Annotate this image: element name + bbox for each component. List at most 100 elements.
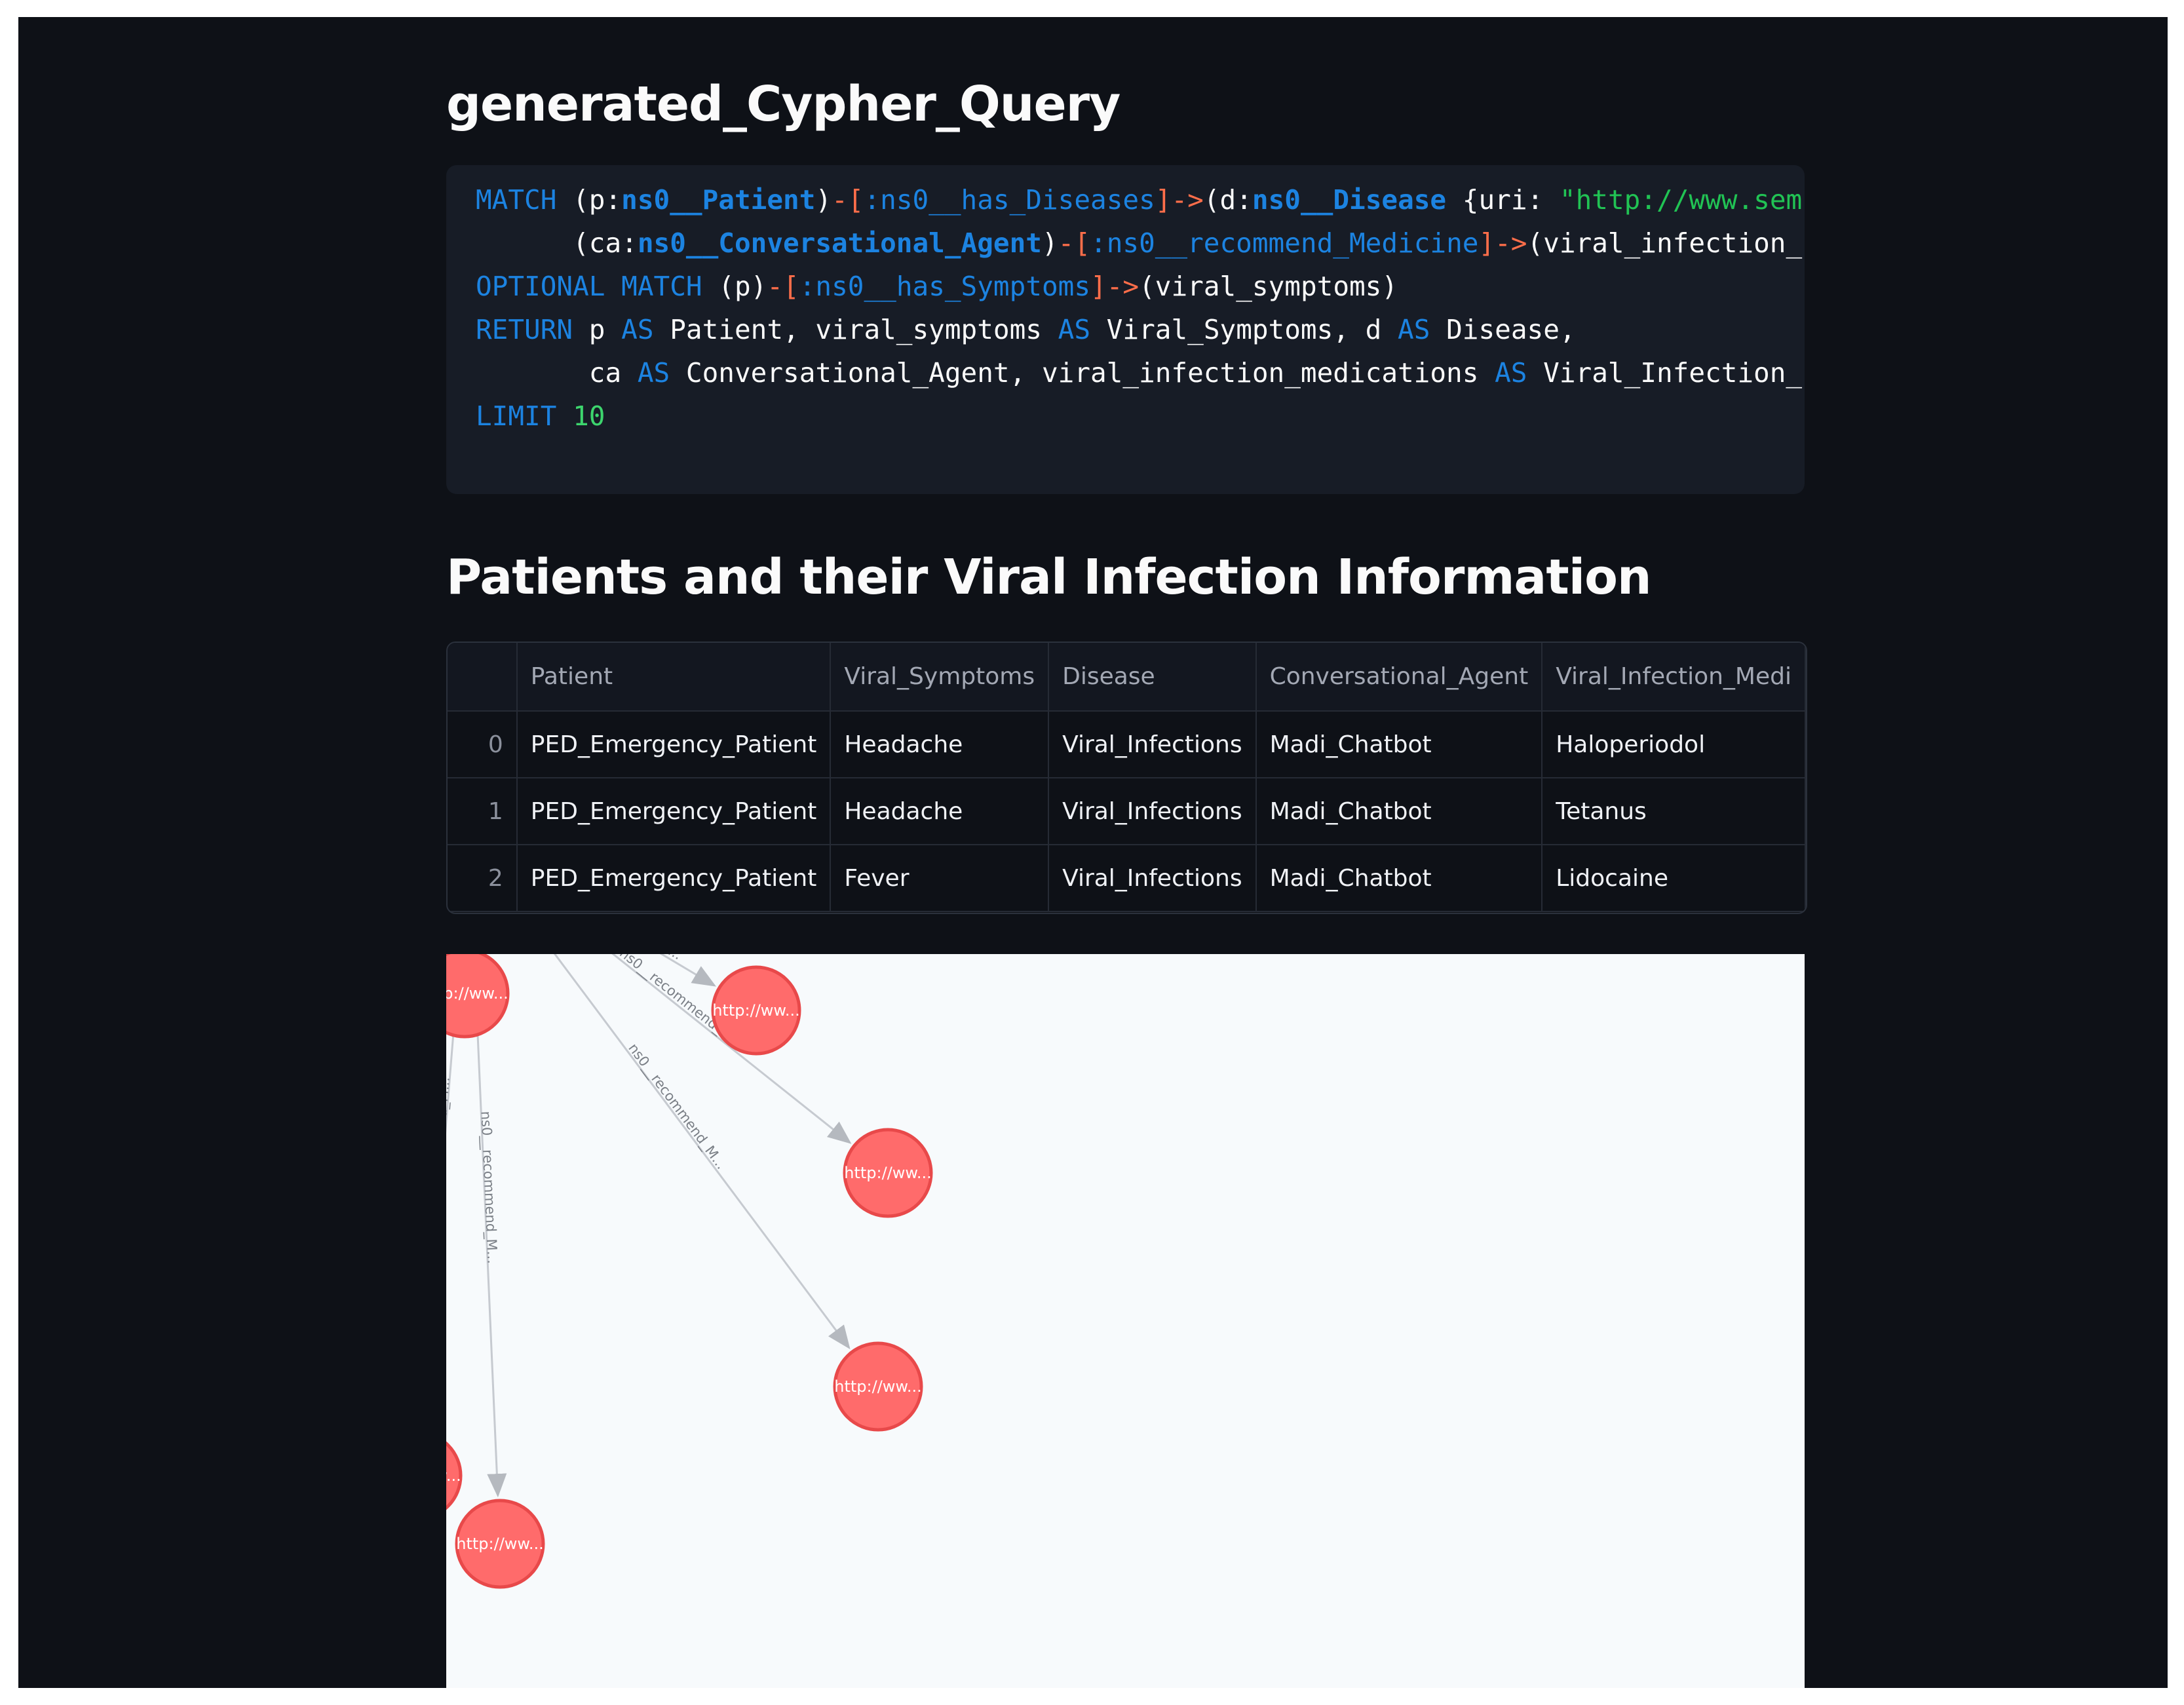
cypher-code-block[interactable]: MATCH (p:ns0__Patient)-[:ns0__has_Diseas… [446,165,1805,494]
graph-node[interactable]: http://ww... [833,1341,923,1432]
code-token: ]-> [1090,271,1140,302]
code-token: (ca: [476,227,638,259]
column-header[interactable]: Patient [516,643,832,712]
edge-label: ns0__recommend_M... [477,1111,500,1264]
graph-edge[interactable]: ns0__recommend_M... [508,954,717,987]
table-cell[interactable]: Madi_Chatbot [1255,711,1543,778]
row-index[interactable]: 2 [448,845,518,912]
code-line-3: OPTIONAL MATCH (p)-[:ns0__has_Symptoms]-… [476,271,1398,302]
graph-node[interactable]: http://ww... [711,965,801,1056]
edge-label: ns0__recommend_M... [624,1041,729,1173]
node-circle [833,1341,923,1432]
code-token: p [573,314,622,345]
code-line-1: MATCH (p:ns0__Patient)-[:ns0__has_Diseas… [476,184,1802,216]
table-cell[interactable]: Headache [830,778,1050,845]
rel-has-diseases: :ns0__has_Diseases [864,184,1155,216]
kw-as: AS [1398,314,1430,345]
code-token: Disease, [1430,314,1576,345]
query-section-title: generated_Cypher_Query [446,76,1121,132]
table-cell[interactable]: Madi_Chatbot [1255,845,1543,912]
code-token: -[ [767,271,799,302]
code-token: ]-> [1478,227,1527,259]
table-cell[interactable]: PED_Emergency_Patient [516,778,832,845]
kw-match: MATCH [476,184,557,216]
rel-recommend-medicine: :ns0__recommend_Medicine [1090,227,1479,259]
table-cell[interactable]: Lidocaine [1542,845,1806,912]
column-header[interactable]: Disease [1048,643,1257,712]
uri-string: "http://www.sem [1559,184,1803,216]
column-header[interactable]: Conversational_Agent [1255,643,1543,712]
graph-node[interactable]: http://ww... [843,1128,933,1218]
node-label: http://ww... [456,1535,543,1553]
graph-canvas[interactable]: ns0__recommend_M...ns0__recommend_M...ns… [446,954,1805,1688]
table-cell[interactable]: Viral_Infections [1048,778,1257,845]
node-label: http://ww... [446,984,508,1003]
rel-has-symptoms: :ns0__has_Symptoms [799,271,1091,302]
table-cell[interactable]: Tetanus [1542,778,1806,845]
kw-match: MATCH [621,271,702,302]
limit-value: 10 [573,400,605,432]
disease-label: ns0__Disease [1252,184,1447,216]
table-cell[interactable]: Headache [830,711,1050,778]
node-circle [446,954,510,1039]
graph-node[interactable]: http://ww... [446,954,510,1039]
node-circle [711,965,801,1056]
table-cell[interactable]: Haloperiodol [1542,711,1806,778]
code-line-2: (ca:ns0__Conversational_Agent)-[:ns0__re… [476,227,1802,259]
agent-label: ns0__Conversational_Agent [637,227,1042,259]
edge-line [659,954,717,987]
table-cell[interactable]: PED_Emergency_Patient [516,711,832,778]
node-label: http://ww... [834,1377,921,1396]
code-token: (d: [1203,184,1252,216]
code-token: {uri: [1446,184,1560,216]
table-cell[interactable]: Madi_Chatbot [1255,778,1543,845]
table-cell[interactable]: Fever [830,845,1050,912]
kw-as: AS [1058,314,1091,345]
code-line-4: RETURN p AS Patient, viral_symptoms AS V… [476,314,1576,345]
graph-visualization[interactable]: ns0__recommend_M...ns0__recommend_M...ns… [446,954,1805,1688]
table-cell[interactable]: Viral_Infections [1048,711,1257,778]
app-window: generated_Cypher_Query MATCH (p:ns0__Pat… [18,17,2168,1688]
code-token: (viral_symptoms) [1139,271,1398,302]
code-token: Viral_Infection_ [1527,357,1803,389]
row-index[interactable]: 0 [448,711,518,778]
edge-line [611,954,852,1144]
code-token: ]-> [1155,184,1204,216]
node-label: http://ww... [712,1001,799,1020]
edge-label: ns0__recommend_M... [446,1077,453,1230]
code-token: (p: [556,184,622,216]
code-line-5: ca AS Conversational_Agent, viral_infect… [476,357,1802,389]
code-token: ) [1041,227,1058,259]
code-token: ca [476,357,638,389]
node-circle [446,1441,463,1510]
graph-node[interactable]: http://ww... [446,1432,463,1519]
node-circle [455,1499,545,1589]
graph-node[interactable]: http://ww... [455,1499,545,1589]
code-token: -[ [1058,227,1091,259]
patient-label: ns0__Patient [621,184,816,216]
index-column-header[interactable] [448,643,518,712]
node-circle [843,1128,933,1218]
code-token: ) [815,184,832,216]
code-token: Viral_Symptoms, d [1090,314,1398,345]
code-token: Patient, viral_symptoms [653,314,1058,345]
cypher-code: MATCH (p:ns0__Patient)-[:ns0__has_Diseas… [476,178,1802,438]
column-header[interactable]: Viral_Infection_Medi [1542,643,1806,712]
code-token: Conversational_Agent, viral_infection_me… [670,357,1495,389]
kw-as: AS [1495,357,1527,389]
code-token: -[ [832,184,864,216]
column-header[interactable]: Viral_Symptoms [830,643,1050,712]
edge-line [553,954,851,1350]
node-label: http://ww... [844,1164,931,1182]
graph-nodes: http://ww... http://ww... http://ww... http… [446,954,933,1589]
row-index[interactable]: 1 [448,778,518,845]
kw-optional: OPTIONAL [476,271,605,302]
table-cell[interactable]: Viral_Infections [1048,845,1257,912]
table-cell[interactable]: PED_Emergency_Patient [516,845,832,912]
